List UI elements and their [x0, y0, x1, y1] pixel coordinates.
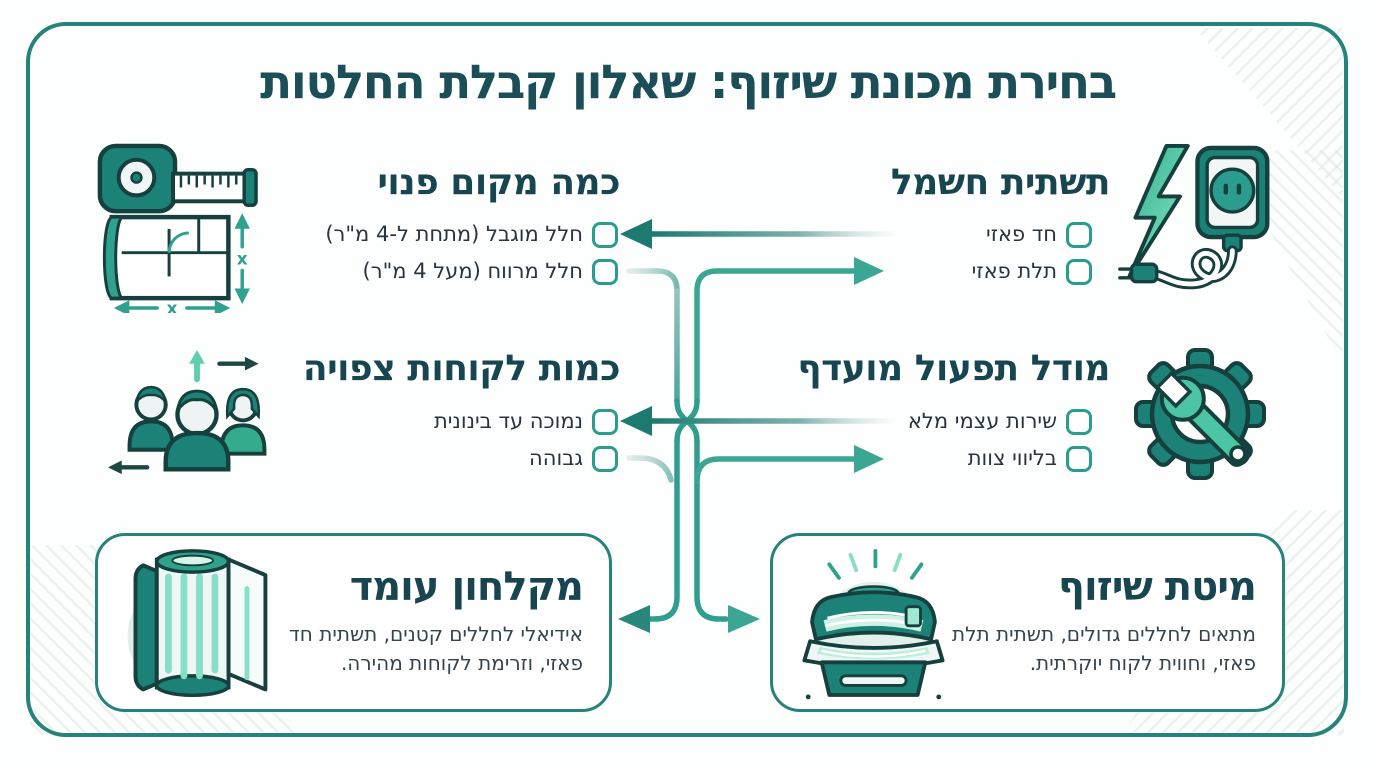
checkbox-single-phase[interactable] — [1066, 221, 1092, 248]
section-header-customers: כמות לקוחות צפויה — [302, 348, 621, 389]
option-label-three-phase: תלת פאזי — [971, 259, 1057, 283]
checkbox-full-self-service[interactable] — [1066, 408, 1092, 435]
option-row-high-traffic: גבוהה — [529, 445, 618, 472]
section-header-operation: מודל תפעול מועדף — [797, 348, 1110, 389]
checkbox-low-medium-traffic[interactable] — [592, 408, 618, 435]
people-icon — [108, 350, 267, 475]
option-row-limited-space: חלל מוגבל (מתחת ל-4 מ"ר) — [325, 221, 618, 248]
option-label-low-medium-traffic: נמוכה עד בינונית — [433, 409, 583, 433]
page-title: בחירת מכונת שיזוף: שאלון קבלת החלטות — [260, 55, 1117, 110]
option-row-staff-assisted: בליווי צוות — [968, 445, 1092, 472]
checkbox-staff-assisted[interactable] — [1066, 445, 1092, 472]
checkbox-spacious-space[interactable] — [592, 258, 618, 285]
checkbox-limited-space[interactable] — [592, 221, 618, 248]
option-label-limited-space: חלל מוגבל (מתחת ל-4 מ"ר) — [325, 222, 583, 246]
result-description-bed: מתאים לחללים גדולים, תשתית תלת פאזי, וחו… — [952, 622, 1256, 675]
option-row-spacious-space: חלל מרווח (מעל 4 מ"ר) — [363, 258, 618, 285]
option-row-single-phase: חד פאזי — [986, 221, 1092, 248]
outer-border — [26, 22, 1348, 737]
result-card-booth: מקלחון עומד אידיאלי לחללים קטנים, תשתית … — [95, 533, 612, 712]
lightning-bolt-icon — [1127, 144, 1190, 278]
electric-plug-icon — [1118, 144, 1270, 290]
section-header-power: תשתית חשמל — [890, 162, 1111, 203]
result-title-bed: מיטת שיזוף — [1058, 564, 1257, 610]
option-row-three-phase: תלת פאזי — [972, 258, 1092, 285]
standing-booth-icon — [127, 549, 268, 697]
result-description-booth: אידיאלי לחללים קטנים, תשתית חד פאזי, וזר… — [288, 622, 583, 675]
checkbox-high-traffic[interactable] — [592, 445, 618, 472]
option-label-single-phase: חד פאזי — [986, 222, 1057, 246]
checkbox-three-phase[interactable] — [1066, 258, 1092, 285]
section-header-space: כמה מקום פנוי — [377, 162, 620, 203]
gear-wrench-icon — [1134, 348, 1266, 480]
option-row-full-self-service: שירות עצמי מלא — [908, 408, 1092, 435]
result-title-booth: מקלחון עומד — [349, 564, 584, 610]
option-label-staff-assisted: בליווי צוות — [967, 446, 1057, 470]
svg-text:x: x — [237, 249, 248, 269]
option-label-full-self-service: שירות עצמי מלא — [907, 409, 1057, 433]
option-label-spacious-space: חלל מרווח (מעל 4 מ"ר) — [362, 259, 583, 283]
tanning-bed-icon — [802, 549, 945, 700]
tape-measure-floorplan-icon: x x — [97, 143, 258, 313]
svg-text:x: x — [167, 298, 178, 313]
option-label-high-traffic: גבוהה — [529, 446, 583, 470]
option-row-low-medium-traffic: נמוכה עד בינונית — [434, 408, 618, 435]
result-card-bed: מיטת שיזוף מתאים לחללים גדולים, תשתית תל… — [770, 533, 1285, 712]
